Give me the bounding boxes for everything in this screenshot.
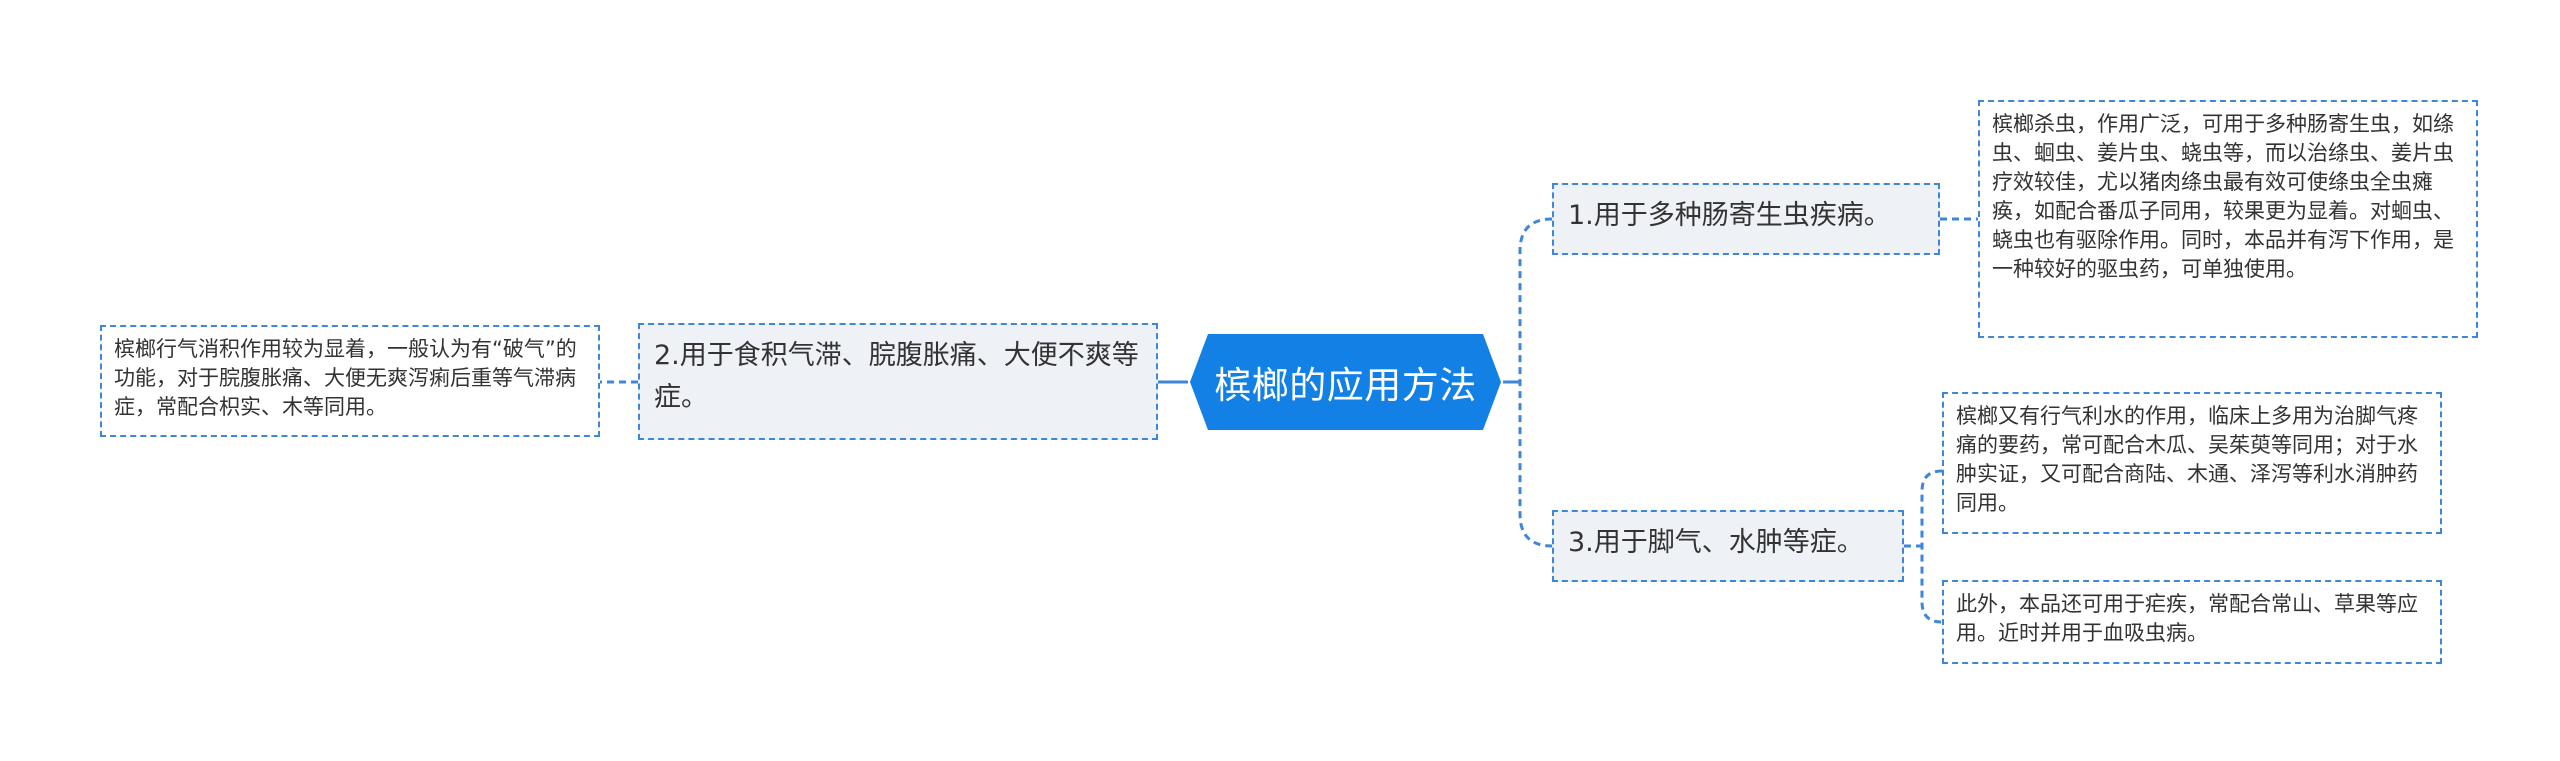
connector-topic-3-to-details — [1920, 469, 1943, 624]
topic-3-detail-1-node[interactable]: 槟榔又有行气利水的作用，临床上多用为治脚气疼痛的要药，常可配合木瓜、吴茱萸等同用… — [1942, 392, 2442, 534]
root-label: 槟榔的应用方法 — [1214, 364, 1477, 407]
topic-2-detail-text: 槟榔行气消积作用较为显着，一般认为有“破气”的功能，对于脘腹胀痛、大便无爽泻痢后… — [114, 337, 577, 419]
topic-3-node[interactable]: 3.用于脚气、水肿等症。 — [1552, 510, 1904, 582]
topic-1-node[interactable]: 1.用于多种肠寄生虫疾病。 — [1552, 183, 1940, 255]
topic-2-label: 2.用于食积气滞、脘腹胀痛、大便不爽等症。 — [654, 340, 1139, 413]
topic-2-node[interactable]: 2.用于食积气滞、脘腹胀痛、大便不爽等症。 — [638, 323, 1158, 440]
topic-1-detail-node[interactable]: 槟榔杀虫，作用广泛，可用于多种肠寄生虫，如绦虫、蛔虫、姜片虫、蛲虫等，而以治绦虫… — [1978, 100, 2478, 338]
topic-3-detail-2-node[interactable]: 此外，本品还可用于疟疾，常配合常山、草果等应用。近时并用于血吸虫病。 — [1942, 580, 2442, 664]
topic-1-detail-text: 槟榔杀虫，作用广泛，可用于多种肠寄生虫，如绦虫、蛔虫、姜片虫、蛲虫等，而以治绦虫… — [1992, 112, 2454, 281]
root-node[interactable]: 槟榔的应用方法 — [1188, 332, 1503, 432]
connector-root-to-right-topics — [1518, 217, 1553, 548]
topic-3-detail-1-text: 槟榔又有行气利水的作用，临床上多用为治脚气疼痛的要药，常可配合木瓜、吴茱萸等同用… — [1956, 404, 2418, 515]
topic-3-detail-2-text: 此外，本品还可用于疟疾，常配合常山、草果等应用。近时并用于血吸虫病。 — [1956, 592, 2418, 645]
topic-2-detail-node[interactable]: 槟榔行气消积作用较为显着，一般认为有“破气”的功能，对于脘腹胀痛、大便无爽泻痢后… — [100, 325, 600, 437]
root-node-shape — [1190, 334, 1501, 430]
topic-3-label: 3.用于脚气、水肿等症。 — [1568, 527, 1864, 558]
topic-1-label: 1.用于多种肠寄生虫疾病。 — [1568, 200, 1891, 231]
